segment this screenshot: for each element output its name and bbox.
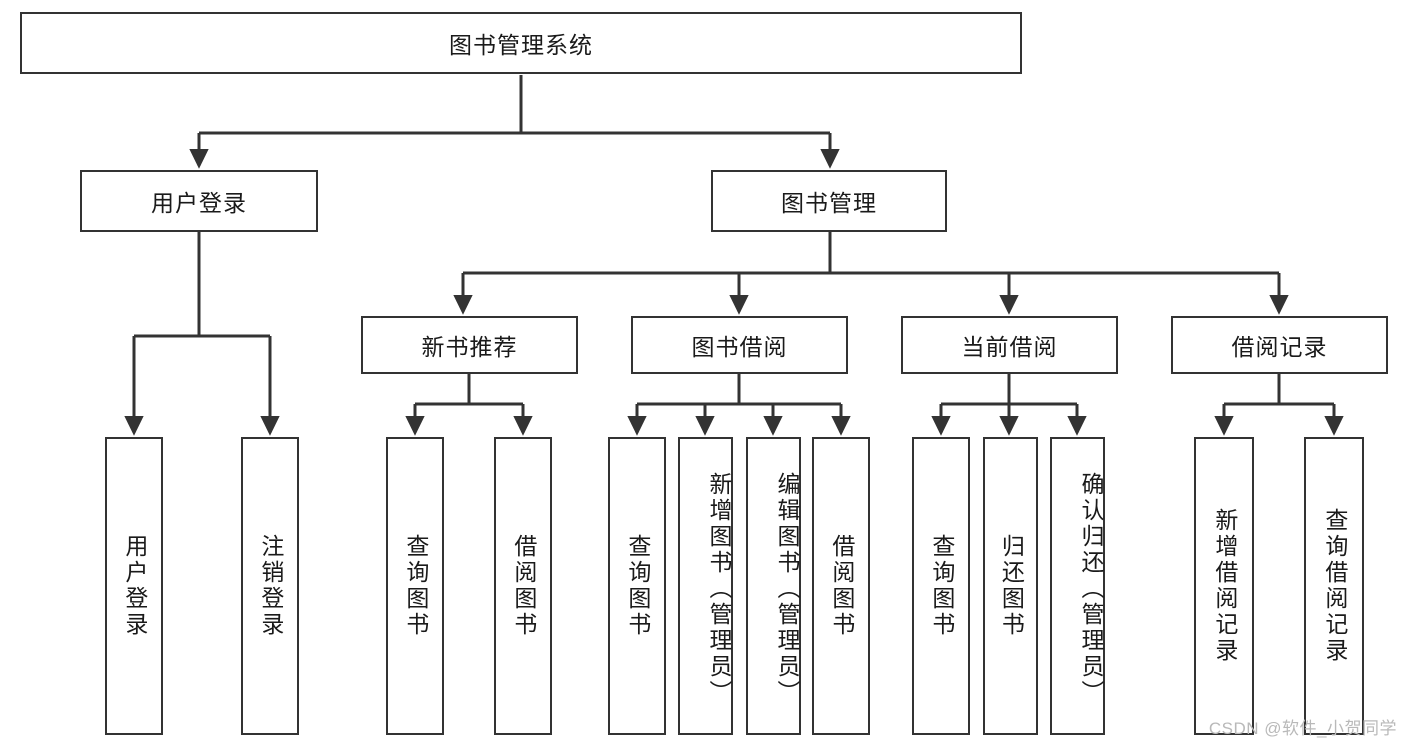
leaf-borrow-add-book[interactable]: 新增图书（管理员） (678, 437, 733, 735)
leaf-current-query-book[interactable]: 查询图书 (912, 437, 970, 735)
leaf-recommend-query-book[interactable]: 查询图书 (386, 437, 444, 735)
leaf-recommend-borrow-book[interactable]: 借阅图书 (494, 437, 552, 735)
node-label: 编辑图书（管理员） (774, 472, 800, 706)
node-label: 借阅记录 (1231, 334, 1328, 360)
leaf-user-login-logout[interactable]: 注销登录 (241, 437, 299, 735)
leaf-record-add-record[interactable]: 新增借阅记录 (1194, 437, 1254, 735)
node-label: 图书管理系统 (449, 32, 593, 58)
node-label: 注销登录 (257, 534, 284, 638)
node-label: 新书推荐 (421, 334, 518, 360)
node-book-management[interactable]: 图书管理 (711, 170, 947, 232)
node-label: 新增图书（管理员） (706, 472, 732, 706)
node-label: 新增借阅记录 (1211, 508, 1238, 664)
node-label: 归还图书 (998, 534, 1025, 638)
leaf-user-login-login[interactable]: 用户登录 (105, 437, 163, 735)
leaf-borrow-query-book[interactable]: 查询图书 (608, 437, 666, 735)
watermark-text: CSDN @软件_小贺同学 (1208, 719, 1397, 738)
node-label: 当前借阅 (961, 334, 1058, 360)
node-label: 图书借阅 (691, 334, 788, 360)
leaf-borrow-edit-book[interactable]: 编辑图书（管理员） (746, 437, 801, 735)
leaf-current-confirm-return[interactable]: 确认归还（管理员） (1050, 437, 1105, 735)
node-label: 查询图书 (402, 534, 429, 638)
node-label: 查询图书 (624, 534, 651, 638)
node-current-borrow[interactable]: 当前借阅 (901, 316, 1118, 374)
node-root-system[interactable]: 图书管理系统 (20, 12, 1022, 74)
node-label: 用户登录 (151, 190, 247, 216)
leaf-current-return-book[interactable]: 归还图书 (983, 437, 1038, 735)
node-label: 确认归还（管理员） (1078, 472, 1104, 706)
leaf-record-query-record[interactable]: 查询借阅记录 (1304, 437, 1364, 735)
node-user-login[interactable]: 用户登录 (80, 170, 318, 232)
node-new-book-recommend[interactable]: 新书推荐 (361, 316, 578, 374)
node-label: 查询借阅记录 (1321, 508, 1348, 664)
leaf-borrow-borrow-book[interactable]: 借阅图书 (812, 437, 870, 735)
node-borrow-record[interactable]: 借阅记录 (1171, 316, 1388, 374)
node-label: 图书管理 (781, 190, 877, 216)
node-label: 查询图书 (928, 534, 955, 638)
node-label: 用户登录 (121, 534, 148, 638)
node-label: 借阅图书 (828, 534, 855, 638)
node-label: 借阅图书 (510, 534, 537, 638)
node-book-borrow[interactable]: 图书借阅 (631, 316, 848, 374)
